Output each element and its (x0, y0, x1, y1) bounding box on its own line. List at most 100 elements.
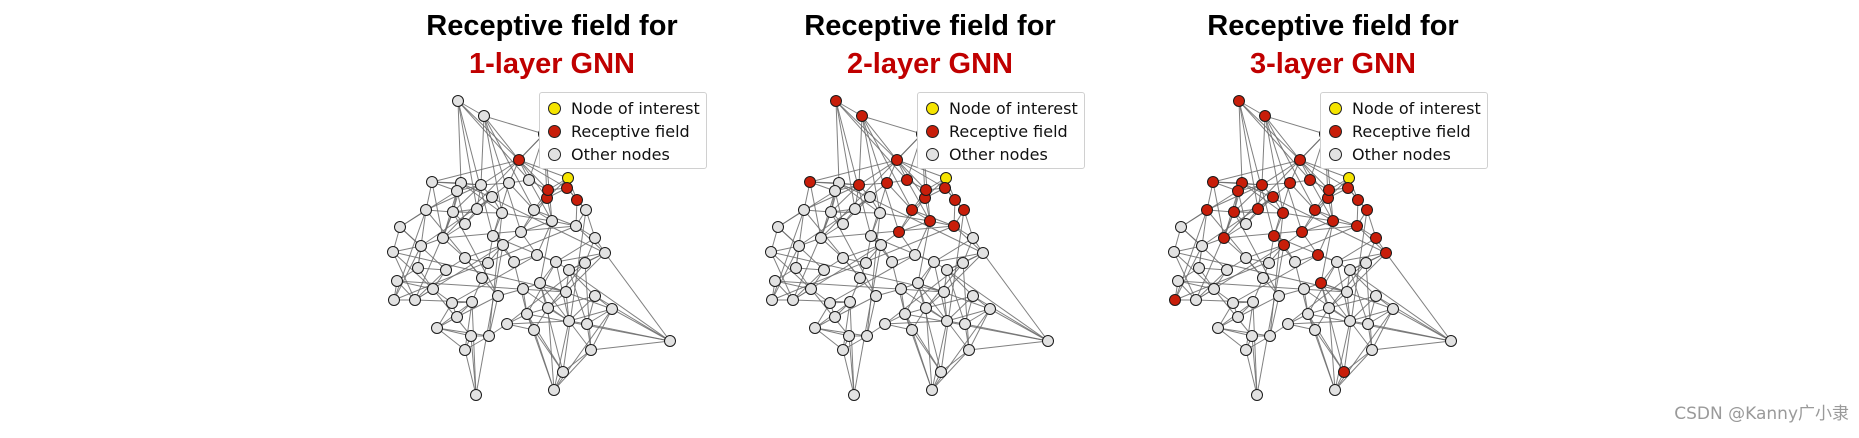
graph-node-other (1042, 335, 1054, 347)
graph-node-other (415, 240, 427, 252)
graph-node-receptive (856, 110, 868, 122)
graph-edge (858, 115, 863, 186)
graph-edge (906, 179, 931, 222)
graph-node-other (581, 318, 593, 330)
graph-node-other (861, 330, 873, 342)
graph-node-other (875, 239, 887, 251)
graph-node-other (870, 290, 882, 302)
graph-node-other (528, 204, 540, 216)
graph-node-other (886, 256, 898, 268)
graph-edge (1223, 133, 1326, 239)
graph-node-other (1344, 315, 1356, 327)
legend-dot-icon (1329, 102, 1342, 115)
graph-edge (1237, 295, 1280, 318)
graph-node-receptive (1252, 203, 1264, 215)
graph-edge (1328, 307, 1336, 391)
graph-edge (774, 280, 812, 290)
graph-edge (536, 220, 553, 256)
graph-node-other (809, 322, 821, 334)
graph-node-other (523, 174, 535, 186)
graph-node-other (928, 256, 940, 268)
graph-edge (1256, 244, 1285, 396)
graph-node-other (470, 389, 482, 401)
graph-edge (553, 349, 592, 391)
legend-label: Other nodes (949, 145, 1048, 164)
graph-edge (1349, 269, 1452, 342)
graph-node-receptive (1233, 95, 1245, 107)
graph-edge (946, 269, 966, 325)
nodes (765, 95, 1054, 401)
graph-edge (590, 308, 613, 351)
graph-edge (568, 308, 613, 322)
graph-node-other (1360, 257, 1372, 269)
legend-label: Receptive field (949, 122, 1068, 141)
graph-node-other (560, 286, 572, 298)
legend: Node of interest Receptive field Other n… (917, 92, 1085, 169)
graph-edge (810, 288, 850, 337)
graph-node-other (478, 110, 490, 122)
graph-edge (483, 115, 545, 135)
graph-edge (442, 133, 545, 239)
legend-item-other: Other nodes (548, 143, 700, 166)
graph-edge (1299, 159, 1349, 189)
legend-item-other: Other nodes (926, 143, 1078, 166)
graph-edge (460, 182, 606, 254)
graph-edge (1233, 184, 1263, 213)
legend: Node of interest Receptive field Other n… (539, 92, 707, 169)
graph-node-other (459, 344, 471, 356)
graph-node-receptive (939, 182, 951, 194)
panel-3: Receptive field for 3-layer GNN Node of … (1138, 0, 1528, 438)
graph-node-other (765, 246, 777, 258)
graph-node-other (860, 257, 872, 269)
graph-edge (962, 262, 970, 351)
graph-node-other (387, 246, 399, 258)
graph-node-other (1445, 335, 1457, 347)
graph-node-receptive (1232, 185, 1244, 197)
graph-node-other (1193, 262, 1205, 274)
graph-node-interest (940, 172, 952, 184)
graph-node-other (451, 311, 463, 323)
graph-edge (480, 115, 485, 186)
graph-node-receptive (1294, 154, 1306, 166)
graph-edge (1269, 212, 1284, 337)
graph-edge (457, 100, 478, 210)
graph-node-receptive (853, 179, 865, 191)
panel-title-line2: 3-layer GNN (1249, 48, 1416, 80)
graph-node-receptive (1352, 194, 1364, 206)
graph-node-receptive (1312, 249, 1324, 261)
graph-node-other (563, 315, 575, 327)
graph-edge (457, 100, 530, 181)
graph-node-other (515, 226, 527, 238)
graph-node-other (772, 221, 784, 233)
graph-edge (1334, 320, 1351, 391)
graph-node-receptive (804, 176, 816, 188)
graph-node-receptive (1201, 204, 1213, 216)
graph-edge (1201, 196, 1274, 247)
graph-edge (1282, 212, 1334, 222)
graph-node-other (534, 277, 546, 289)
graph-node-other (825, 206, 837, 218)
graph-edge (555, 252, 606, 263)
graph-edge (480, 159, 520, 186)
graph-edge (1309, 179, 1334, 222)
graph-node-other (483, 330, 495, 342)
graph-node-other (452, 95, 464, 107)
graph-node-other (787, 294, 799, 306)
graph-edge (568, 295, 596, 322)
legend-item-receptive: Receptive field (1329, 120, 1481, 143)
graph-node-other (503, 177, 515, 189)
graph-node-other (451, 185, 463, 197)
graph-node-other (550, 256, 562, 268)
graph-node-other (459, 252, 471, 264)
graph-node-other (1329, 384, 1341, 396)
graph-node-receptive (1380, 247, 1392, 259)
graph-node-other (440, 264, 452, 276)
graph-node-other (909, 249, 921, 261)
graph-edge (858, 159, 898, 186)
graph-node-other (798, 204, 810, 216)
graph-node-other (941, 264, 953, 276)
graph-edge (1349, 308, 1394, 322)
graph-node-other (1232, 311, 1244, 323)
graph-edge (770, 251, 794, 301)
graph-node-other (459, 218, 471, 230)
